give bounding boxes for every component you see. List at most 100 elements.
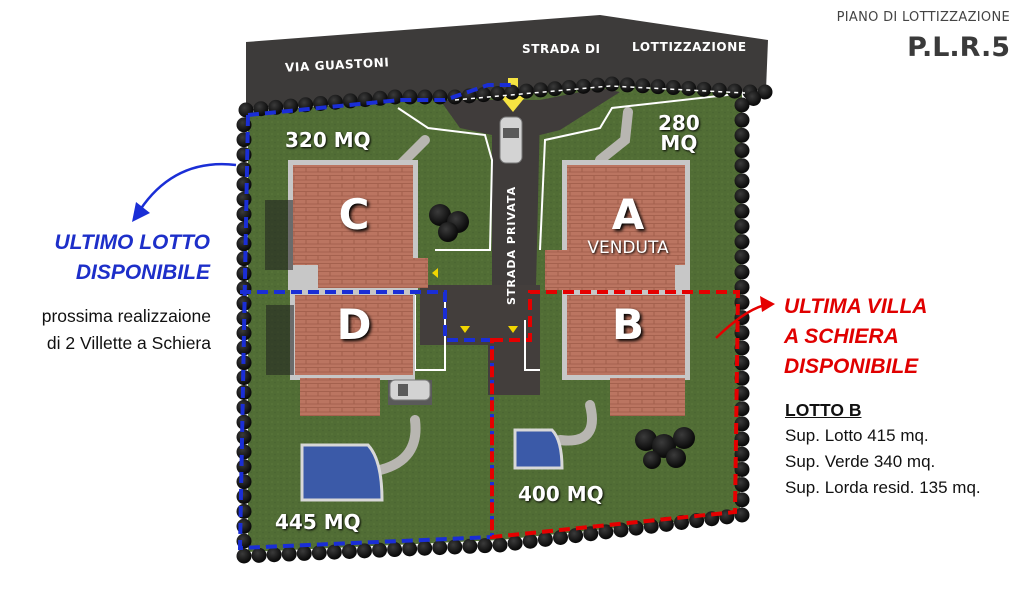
tree-icon (734, 188, 750, 204)
tree-icon (665, 80, 681, 96)
tree-icon (734, 203, 750, 219)
tree-icon (575, 78, 591, 94)
tree-icon (311, 545, 327, 561)
tree-icon (734, 112, 750, 128)
red-callout-line2: A SCHIERA (784, 325, 899, 348)
tree-icon (734, 143, 750, 159)
car-icon (389, 379, 431, 401)
tree-icon (734, 461, 750, 477)
tree-icon (635, 78, 651, 94)
tree-icon (492, 537, 508, 553)
tree-icon (490, 85, 506, 101)
tree-icon (734, 446, 750, 462)
tree-icon (476, 87, 492, 103)
tree-icon (734, 507, 750, 523)
lot-a-area-unit: MQ (660, 131, 698, 155)
tree-icon (734, 416, 750, 432)
blue-callout: ULTIMO LOTTO DISPONIBILE (20, 228, 210, 288)
tree-icon (507, 535, 523, 551)
tree-icon (522, 533, 538, 549)
lot-d-letter: D (336, 300, 372, 349)
lotto-b-title: LOTTO B (785, 400, 862, 420)
interior-trees (429, 204, 695, 469)
tree-icon (504, 84, 520, 100)
pool-b (513, 428, 564, 470)
tree-icon (734, 264, 750, 280)
lot-b-area: 400 MQ (518, 482, 604, 506)
lotto-b-line: Sup. Lorda resid. 135 mq. (785, 478, 981, 497)
tree-icon (236, 310, 252, 326)
tree-icon (402, 89, 418, 105)
lot-c-letter: C (338, 190, 370, 239)
tree-icon (236, 340, 252, 356)
lot-a-letter: A (611, 190, 645, 239)
lot-a-area: 280 MQ (658, 113, 700, 153)
red-callout-arrow-icon (715, 296, 775, 339)
tree-icon (568, 528, 584, 544)
tree-icon (402, 541, 418, 557)
tree-icon (696, 81, 712, 97)
tree-icon (266, 547, 282, 563)
tree-icon (326, 544, 342, 560)
tree-icon (236, 161, 252, 177)
tree-icon (734, 431, 750, 447)
lot-d-area: 445 MQ (275, 510, 361, 534)
access-markers (432, 268, 518, 333)
tree-icon (356, 543, 372, 559)
tree-icon (236, 444, 252, 460)
tree-icon (590, 77, 606, 93)
tree-icon (734, 234, 750, 250)
house-b (562, 290, 690, 416)
blue-callout-line2: DISPONIBILE (75, 261, 210, 284)
tree-icon (734, 97, 750, 113)
tree-icon (432, 89, 448, 105)
tree-icon (236, 325, 252, 341)
tree-icon (583, 526, 599, 542)
tree-icon (372, 542, 388, 558)
red-callout-line1: ULTIMA VILLA (784, 295, 928, 318)
road-label-strada-di: STRADA DI (522, 42, 601, 56)
tree-icon (236, 489, 252, 505)
pool-d (300, 443, 384, 502)
tree-icon (547, 81, 563, 97)
lotto-b-details: LOTTO B Sup. Lotto 415 mq. Sup. Verde 34… (785, 400, 1025, 501)
blue-note-line2: di 2 Villette a Schiera (46, 333, 211, 353)
house-a (545, 160, 690, 290)
blue-callout-line1: ULTIMO LOTTO (54, 231, 210, 254)
tree-icon (734, 127, 750, 143)
tree-icon (561, 80, 577, 96)
tree-icon (236, 474, 252, 490)
lot-a-area-number: 280 (658, 111, 700, 135)
blue-callout-arrow-icon (132, 162, 237, 222)
red-callout-line3: DISPONIBILE (784, 355, 919, 378)
tree-icon (734, 492, 750, 508)
tree-icon (447, 539, 463, 555)
car-icon (499, 116, 523, 164)
tree-icon (296, 545, 312, 561)
tree-icon (553, 530, 568, 545)
tree-icon (711, 82, 727, 98)
tree-icon (734, 477, 750, 493)
tree-icon (251, 547, 267, 563)
plan-code: P.L.R.5 (907, 32, 1010, 63)
house-c (265, 160, 428, 290)
blue-note-line1: prossima realizzaione (41, 306, 211, 326)
tree-icon (417, 89, 433, 105)
tree-icon (518, 83, 534, 99)
tree-icon (734, 173, 750, 189)
tree-icon (236, 191, 252, 207)
lot-a-status: VENDUTA (587, 238, 669, 258)
tree-icon (341, 543, 357, 559)
tree-icon (477, 538, 493, 554)
road-label-private: STRADA PRIVATA (505, 185, 518, 305)
tree-icon (537, 531, 553, 547)
tree-icon (236, 206, 252, 222)
road-label-lottizzazione: LOTTIZZAZIONE (632, 40, 747, 54)
red-callout: ULTIMA VILLA A SCHIERA DISPONIBILE (784, 292, 984, 382)
tree-icon (598, 524, 614, 540)
tree-icon (281, 546, 297, 562)
tree-icon (613, 522, 629, 538)
tree-icon (746, 91, 761, 106)
tree-icon (387, 542, 403, 558)
